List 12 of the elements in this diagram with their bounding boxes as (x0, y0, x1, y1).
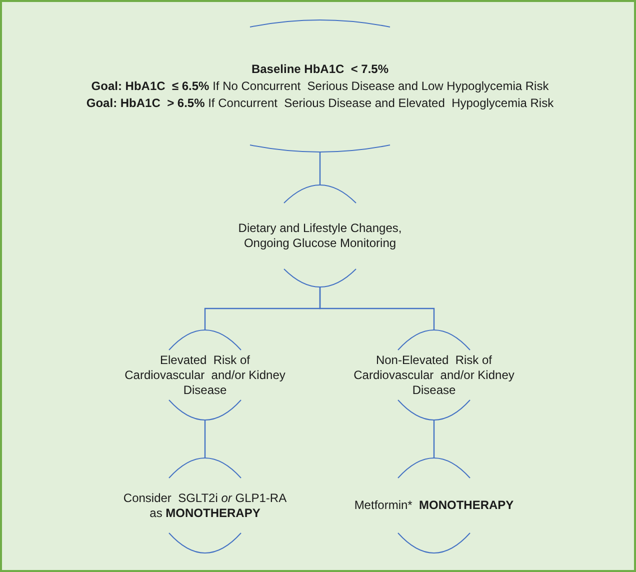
node-text: Elevated Risk of Cardiovascular and/or Kidney Disease (124, 352, 286, 398)
node-text: Goal: HbA1C ≤ 6.5% If No Concurrent Serious Disease and Low Hypoglycemia Risk (91, 78, 549, 94)
heading-text: Baseline HbA1C < 7.5% (251, 62, 389, 76)
connector-line (204, 420, 206, 458)
node-text: Non-Elevated Risk of Cardiovascular and/or Kidney Disease (352, 352, 516, 398)
node-text: Metformin* MONOTHERAPY (354, 498, 514, 513)
node-text: Dietary and Lifestyle Changes, Ongoing Glucose Monitoring (237, 221, 403, 251)
connector-line (319, 287, 435, 330)
connector-line (319, 152, 321, 185)
connector-line (433, 420, 435, 458)
node-text: Goal: HbA1C > 6.5% If Concurrent Serious Disease and Elevated Hypoglycemia Risk (86, 96, 554, 110)
node-text: Consider SGLT2i or GLP1-RA as MONOTHERAPY (122, 490, 288, 520)
